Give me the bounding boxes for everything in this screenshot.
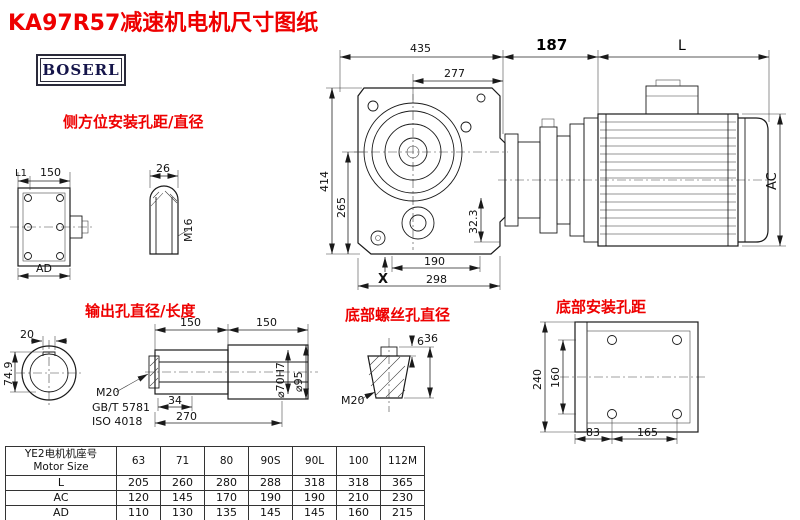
dim-74-9: 74.9	[2, 362, 15, 387]
height-dimensions: 414 265	[318, 87, 366, 255]
dim-277: 277	[444, 67, 465, 80]
logo-text: BOSERL	[40, 58, 122, 82]
label-bottom-mount: 底部安装孔距	[556, 298, 646, 316]
dim-435: 435	[410, 42, 431, 55]
dimension-value-cell: 145	[160, 490, 205, 506]
dimension-value-cell: 230	[380, 490, 425, 506]
dim-150-b: 150	[256, 316, 277, 329]
dim-M20-screw: M20	[341, 394, 365, 407]
dim-AC: AC	[765, 172, 780, 190]
dim-270: 270	[176, 410, 197, 423]
dimension-value-cell: 145	[248, 505, 293, 520]
terminal-box	[645, 79, 699, 115]
dim-240: 240	[531, 369, 544, 390]
page-title: KA97R57减速机电机尺寸图纸	[8, 11, 319, 36]
motor-size-header-cell: 90S	[248, 446, 293, 476]
flange-side-view: L1 150 AD	[10, 166, 94, 280]
dimension-value-cell: 135	[204, 505, 249, 520]
dim-150-a: 150	[180, 316, 201, 329]
dimension-value-cell: 130	[160, 505, 205, 520]
motor-size-header-cell: 100	[336, 446, 381, 476]
dimension-value-cell: 365	[380, 475, 425, 491]
dim-34: 34	[168, 394, 182, 407]
dimension-value-cell: 260	[160, 475, 205, 491]
dim-M16: M16	[182, 219, 195, 243]
dimension-value-cell: 210	[336, 490, 381, 506]
dimension-value-cell: 160	[336, 505, 381, 520]
base-dimensions: 190 298 X	[357, 255, 501, 290]
dim-X: X	[378, 272, 388, 287]
dim-6: 6	[417, 335, 424, 348]
motor-size-header-cell: 90L	[292, 446, 337, 476]
dimension-value-cell: 215	[380, 505, 425, 520]
row-label-cell: AC	[5, 490, 117, 506]
dim-36: 36	[424, 332, 438, 345]
motor-side-view: AC	[498, 79, 786, 247]
dim-20: 20	[20, 328, 34, 341]
dimension-value-cell: 288	[248, 475, 293, 491]
row-label-cell: L	[5, 475, 117, 491]
motor-size-header-cell: 80	[204, 446, 249, 476]
dim-298: 298	[426, 273, 447, 286]
dimension-value-cell: 145	[292, 505, 337, 520]
standard-iso: ISO 4018	[92, 415, 142, 428]
label-side-mount: 侧方位安装孔距/直径	[63, 113, 203, 131]
output-shaft-detail: 20 74.9 150 150 M20 GB/T 5781 ISO 4018	[2, 316, 318, 428]
dim-32-3: 32.3	[467, 210, 480, 235]
dim-L1: L1	[15, 168, 27, 179]
label-bottom-screw: 底部螺丝孔直径	[345, 306, 450, 324]
label-output-hole: 输出孔直径/长度	[85, 302, 196, 320]
dimension-value-cell: 190	[292, 490, 337, 506]
dim-L: L	[678, 38, 686, 54]
dim-M20-tap: M20	[96, 386, 120, 399]
side-mount-hole-detail: 26 M16	[149, 162, 195, 255]
dim-AD: AD	[36, 262, 52, 275]
shaft-cross-section: 20 74.9	[2, 328, 82, 406]
motor-size-header-cell: 71	[160, 446, 205, 476]
shaft-longitudinal-view: 150 150 M20 GB/T 5781 ISO 4018 34 270 ⌀7…	[92, 316, 318, 428]
dimension-value-cell: 318	[336, 475, 381, 491]
dim-414: 414	[318, 171, 331, 192]
corner-header-cell: YE2电机机座号 Motor Size	[5, 446, 117, 476]
top-dimensions: 435 277 187 L	[339, 36, 770, 134]
technical-drawing: 侧方位安装孔距/直径 输出孔直径/长度 底部螺丝孔直径 底部安装孔距 435 2…	[2, 36, 786, 444]
dimension-value-cell: 110	[116, 505, 161, 520]
dimension-value-cell: 120	[116, 490, 161, 506]
dim-190: 190	[424, 255, 445, 268]
red-annotations: 侧方位安装孔距/直径 输出孔直径/长度 底部螺丝孔直径 底部安装孔距	[63, 113, 646, 324]
dim-160: 160	[549, 367, 562, 388]
dimension-value-cell: 170	[204, 490, 249, 506]
boserl-logo: BOSERL	[36, 54, 126, 86]
gearbox-front-view: 32.3	[354, 87, 508, 255]
dimension-value-cell: 190	[248, 490, 293, 506]
dimension-value-cell: 318	[292, 475, 337, 491]
bottom-mount-view: 240 160 83 165	[531, 321, 708, 444]
fan-cowl	[738, 117, 769, 243]
row-label-cell: AD	[5, 505, 117, 520]
dim-187: 187	[536, 36, 567, 54]
dim-d70H7: ⌀70H7	[274, 362, 287, 398]
dim-26: 26	[156, 162, 170, 175]
dim-265: 265	[335, 197, 348, 218]
bottom-screw-detail: 6 36 M20	[341, 332, 438, 412]
motor-size-header-cell: 63	[116, 446, 161, 476]
standard-gb: GB/T 5781	[92, 401, 150, 414]
dim-165: 165	[637, 426, 658, 439]
dim-d95: ⌀95	[292, 371, 305, 392]
dim-83: 83	[586, 426, 600, 439]
dimension-value-cell: 280	[204, 475, 249, 491]
dimension-value-cell: 205	[116, 475, 161, 491]
dim-150-side: 150	[40, 166, 61, 179]
motor-size-header-cell: 112M	[380, 446, 425, 476]
